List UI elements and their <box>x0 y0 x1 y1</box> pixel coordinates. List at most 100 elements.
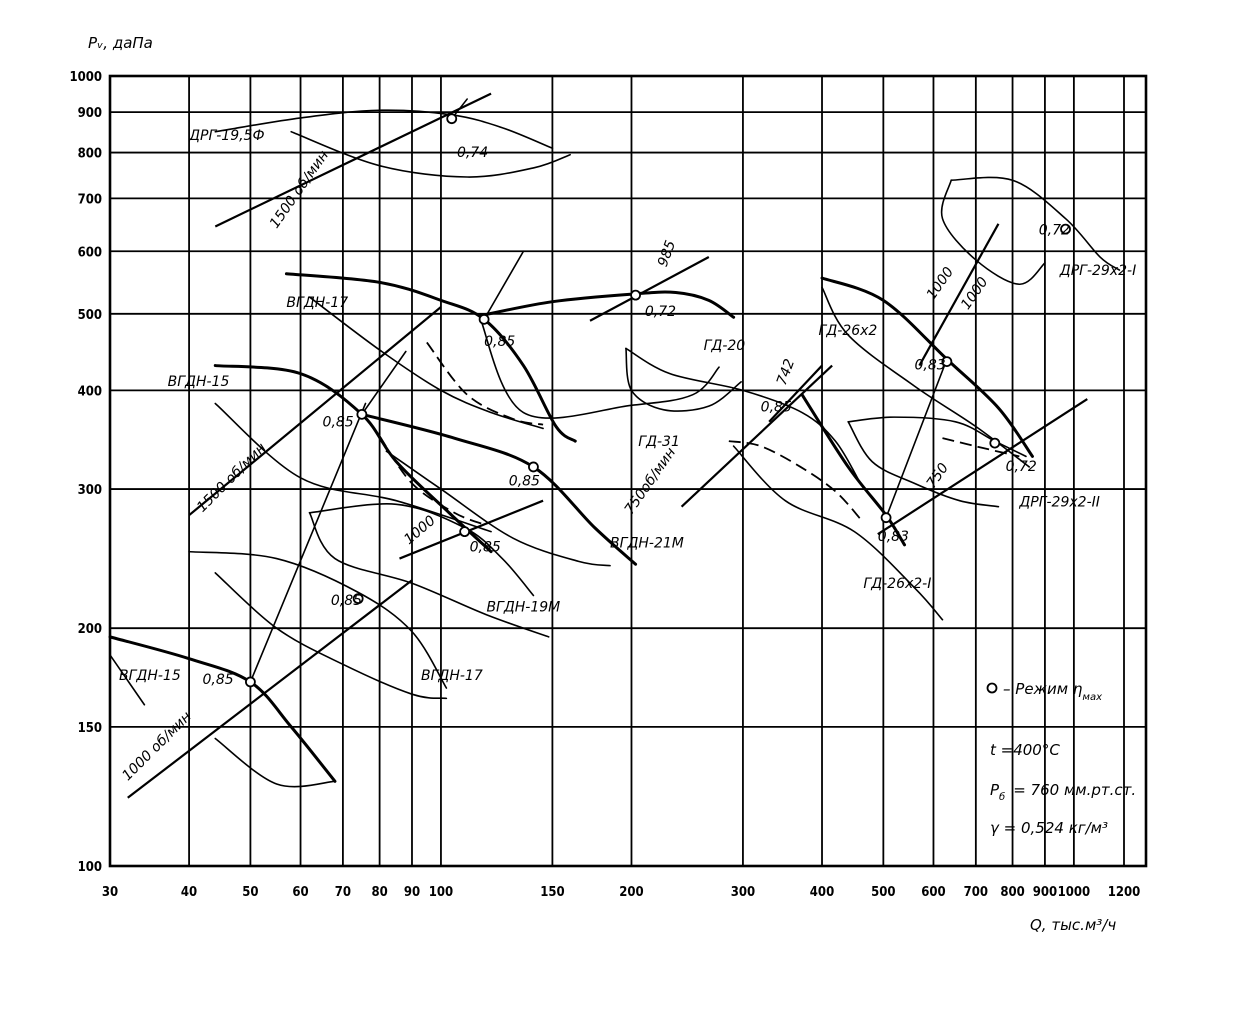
x-tick-label-5: 80 <box>371 885 387 900</box>
fan-curve-11-0 <box>950 176 1121 271</box>
speed-line-3 <box>399 499 544 560</box>
fan-curve-0-1 <box>290 130 571 178</box>
annotation-20: 0,85 <box>509 474 540 490</box>
annotation-15: 1000 <box>924 264 958 302</box>
speed-line-1 <box>589 256 710 322</box>
x-tick-label-9: 200 <box>619 885 643 900</box>
fan-curve-12-2 <box>942 437 1020 458</box>
speed-lines <box>127 92 1088 799</box>
x-tick-label-12: 500 <box>871 885 895 900</box>
x-tick-label-13: 600 <box>921 885 945 900</box>
efficiency-point-8-0 <box>245 676 256 688</box>
efficiency-point-4-0 <box>356 408 368 420</box>
x-tick-label-17: 1000 <box>1058 885 1091 900</box>
fan-series-12 <box>847 416 1027 508</box>
fan-curve-1-1 <box>308 296 544 430</box>
y-tick-label-7: 700 <box>78 192 102 207</box>
annotation-29: 1000 об/мин <box>119 709 195 785</box>
annotation-6: 0,72 <box>645 304 676 320</box>
fan-curve-5-1 <box>385 450 611 567</box>
annotation-33: ДРГ-29х2-II <box>1018 495 1100 511</box>
annotation-4: 0,85 <box>484 334 515 350</box>
svg-text:Pб= 760 мм.рт.ст.: Pб= 760 мм.рт.ст. <box>990 781 1136 803</box>
legend-density: γ = 0,524 кг/м³ <box>990 819 1108 837</box>
annotation-23: 0,85 <box>470 540 501 556</box>
annotation-3: ВГДН-17 <box>286 295 348 311</box>
legend-marker <box>986 682 998 694</box>
efficiency-point-6-0 <box>459 526 471 538</box>
annotation-10: ГД-31 <box>638 434 680 450</box>
y-tick-label-1: 150 <box>78 721 102 736</box>
annotation-17: 0,72 <box>1039 223 1070 239</box>
annotation-21: ВГДН-21М <box>610 536 684 552</box>
x-tick-label-18: 1200 <box>1108 885 1141 900</box>
plot-frame <box>108 74 1148 868</box>
annotation-13: ГД-26х2 <box>819 323 878 339</box>
ray-line-2 <box>361 350 407 416</box>
x-tick-label-15: 800 <box>1000 885 1024 900</box>
x-tick-label-2: 50 <box>242 885 258 900</box>
x-tick-label-1: 40 <box>181 885 197 900</box>
legend-temperature: t =400°C <box>990 741 1060 759</box>
efficiency-point-12-0 <box>989 437 1001 449</box>
x-tick-label-6: 90 <box>404 885 420 900</box>
legend-pressure: = 760 мм.рт.ст. <box>1013 781 1136 799</box>
x-tick-label-14: 700 <box>964 885 988 900</box>
efficiency-point-11-0 <box>1060 223 1071 235</box>
y-axis-label: Pᵥ, даПа <box>88 34 153 52</box>
x-tick-label-4: 70 <box>335 885 351 900</box>
fan-curve-12-0 <box>847 416 1027 458</box>
annotation-27: ВГДН-15 <box>119 668 181 684</box>
y-tick-label-10: 1000 <box>69 70 102 85</box>
annotation-26: ВГДН-17 <box>421 668 483 684</box>
annotation-9: 0,85 <box>323 415 354 431</box>
speed-line-5 <box>680 364 833 508</box>
fan-curve-0-0 <box>214 109 554 150</box>
plot-border <box>108 74 1148 868</box>
efficiency-point-7-0 <box>352 593 364 605</box>
fan-curve-6-1 <box>308 511 550 638</box>
x-axis-label: Q, тыс.м³/ч <box>1030 916 1116 934</box>
legend-eta: η <box>1073 680 1083 698</box>
speed-line-4 <box>127 579 413 799</box>
annotation-25: 0,85 <box>331 593 362 609</box>
annotation-0: ДРГ-19,5Ф <box>188 128 264 144</box>
fan-curve-6-0 <box>308 503 535 597</box>
speed-line-6 <box>768 364 823 423</box>
y-tick-label-8: 800 <box>78 147 102 162</box>
fan-series-7 <box>188 550 448 700</box>
annotation-1: 0,74 <box>457 145 488 161</box>
fan-curve-10-2 <box>728 440 862 520</box>
fan-curve-10-0 <box>800 393 907 547</box>
fan-curve-8-2 <box>214 737 336 788</box>
annotation-35: ГД-26х2-I <box>863 576 931 592</box>
fan-series-3 <box>625 347 862 485</box>
fan-curve-12-1 <box>847 420 1000 508</box>
fan-curve-4-1 <box>214 402 492 533</box>
annotation-22: 1000 <box>401 513 439 548</box>
x-tick-label-10: 300 <box>731 885 755 900</box>
efficiency-point-10-0 <box>880 512 892 524</box>
efficiency-point-1-0 <box>478 313 490 325</box>
annotation-18: ДРГ-29х2-I <box>1059 263 1136 279</box>
y-tick-label-6: 600 <box>78 245 102 260</box>
fan-series-4 <box>213 364 493 554</box>
efficiency-points <box>245 113 1071 688</box>
fan-series-11 <box>940 176 1121 286</box>
fan-curve-8-1 <box>109 654 146 706</box>
x-tick-label-11: 400 <box>810 885 834 900</box>
legend-mode-text: – Режим <box>1003 680 1073 698</box>
speed-line-8 <box>877 398 1088 536</box>
efficiency-point-9-0 <box>941 356 953 367</box>
fan-curve-1-2 <box>426 341 544 426</box>
ray-line-1 <box>483 250 525 321</box>
ray-line-4 <box>885 358 948 519</box>
x-tick-label-3: 60 <box>292 885 308 900</box>
fan-series-2 <box>477 290 736 419</box>
fan-curve-3-1 <box>625 347 742 412</box>
efficiency-point-2-0 <box>630 289 641 301</box>
annotation-12: 742 <box>774 357 798 388</box>
annotation-7: ГД-20 <box>704 338 746 354</box>
